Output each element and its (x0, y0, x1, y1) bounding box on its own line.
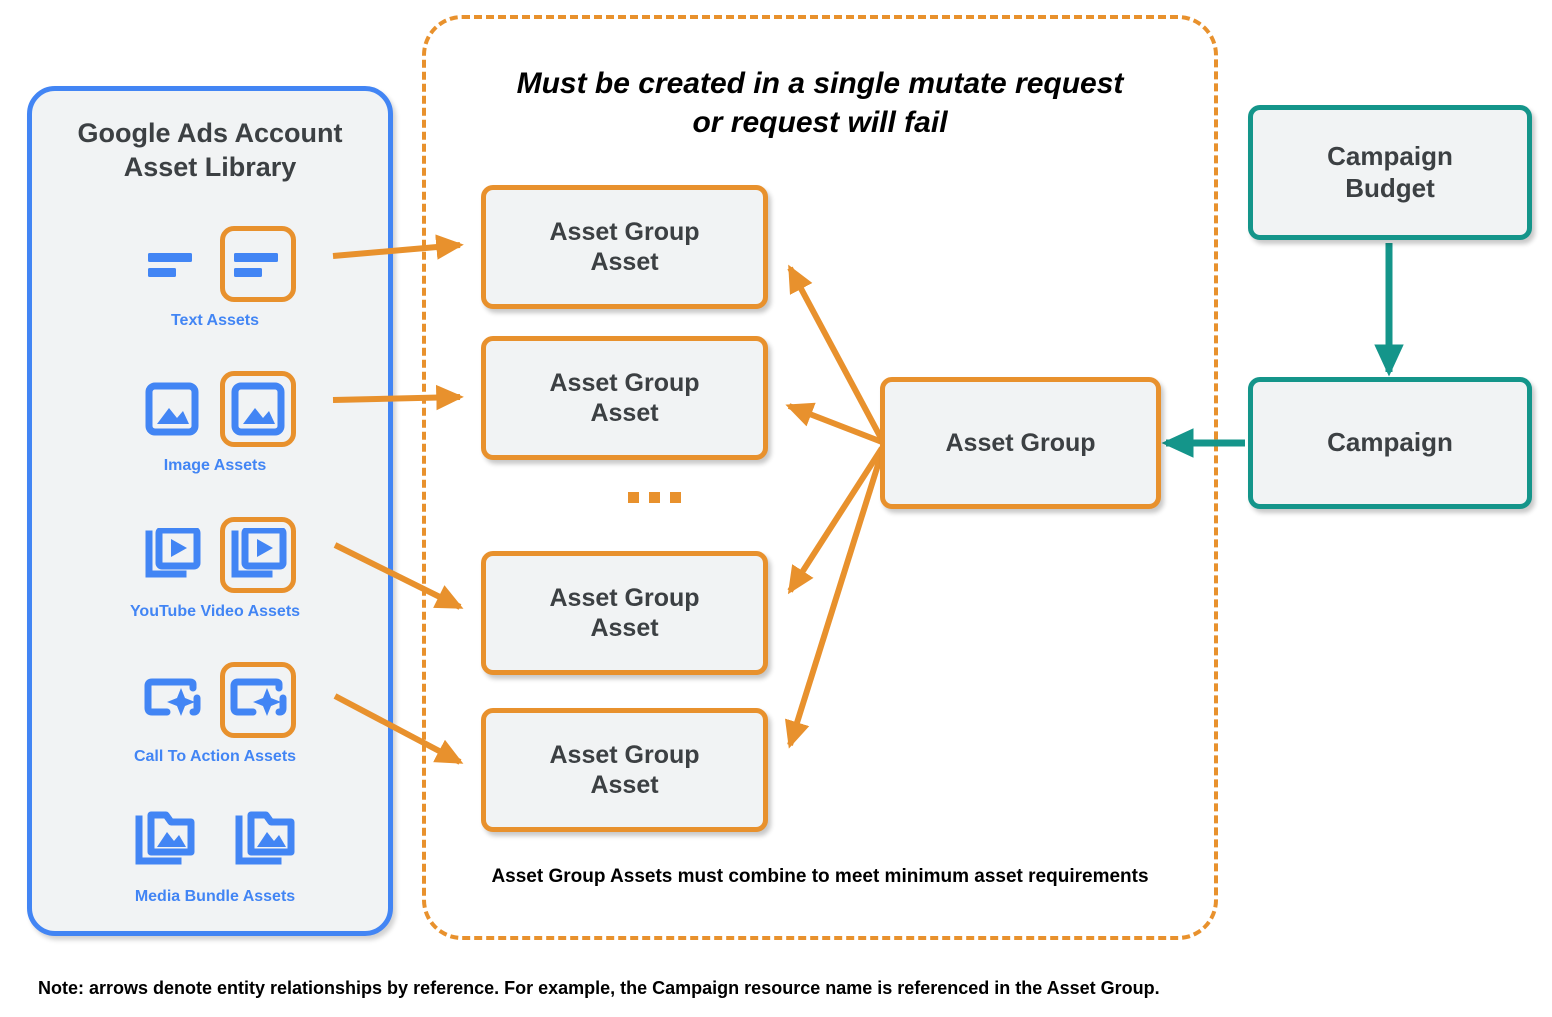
asset-group-box[interactable]: Asset Group (880, 377, 1161, 509)
folder-image-stack-icon-2 (227, 802, 303, 878)
asset-row-label-call-to-action-assets: Call To Action Assets (133, 748, 297, 765)
asset-row-youtube-video-assets: YouTube Video Assets (32, 509, 398, 621)
ellipsis-indicator (628, 492, 681, 503)
campaign-box[interactable]: Campaign (1248, 377, 1532, 509)
mutate-region-heading: Must be created in a single mutate reque… (516, 67, 1124, 139)
video-stack-icon (134, 517, 210, 593)
youtube-video-assets-icon-group (32, 509, 398, 601)
text-lines-icon-selected[interactable] (220, 226, 296, 302)
call-to-action-assets-icon-group (32, 654, 398, 746)
footer-note: Note: arrows denote entity relationships… (38, 978, 1160, 998)
asset-row-label-media-bundle-assets: Media Bundle Assets (134, 888, 296, 905)
asset-row-media-bundle-assets: Media Bundle Assets (32, 794, 398, 906)
asset-row-call-to-action-assets: Call To Action Assets (32, 654, 398, 766)
asset-row-label-text-assets: Text Assets (170, 312, 260, 329)
video-stack-icon-selected[interactable] (220, 517, 296, 593)
image-assets-icon-group (32, 363, 398, 455)
ellipsis-dot-2 (649, 492, 660, 503)
asset-group-asset-box-4[interactable]: Asset Group Asset (481, 708, 768, 832)
text-lines-icon (134, 226, 210, 302)
cta-sparkle-icon-selected[interactable] (220, 662, 296, 738)
text-assets-icon-group (32, 218, 398, 310)
campaign-budget-box[interactable]: Campaign Budget (1248, 105, 1532, 240)
asset-row-image-assets: Image Assets (32, 363, 398, 475)
ellipsis-dot-3 (670, 492, 681, 503)
minimum-asset-requirements-note: Asset Group Assets must combine to meet … (491, 866, 1149, 887)
asset-row-label-youtube-video-assets: YouTube Video Assets (129, 603, 301, 620)
ellipsis-dot-1 (628, 492, 639, 503)
image-icon (134, 371, 210, 447)
image-icon-selected[interactable] (220, 371, 296, 447)
asset-group-asset-box-2[interactable]: Asset Group Asset (481, 336, 768, 460)
asset-library-panel: Google Ads Account Asset Library Text (27, 86, 393, 936)
asset-group-asset-box-3[interactable]: Asset Group Asset (481, 551, 768, 675)
cta-sparkle-icon (134, 662, 210, 738)
asset-row-text-assets: Text Assets (32, 218, 398, 330)
asset-row-label-image-assets: Image Assets (163, 457, 267, 474)
asset-group-asset-box-1[interactable]: Asset Group Asset (481, 185, 768, 309)
media-bundle-assets-icon-group (32, 794, 398, 886)
folder-image-stack-icon (127, 802, 203, 878)
asset-library-title: Google Ads Account Asset Library (77, 118, 343, 182)
